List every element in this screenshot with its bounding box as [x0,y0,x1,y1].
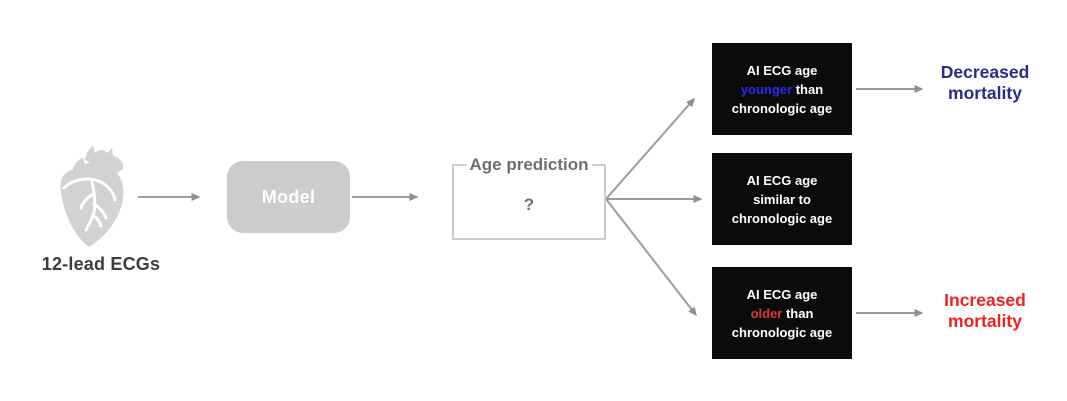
panel-younger-line2: younger than [740,81,824,97]
panel-younger: AI ECG age younger than chronologic age [712,43,852,135]
age-prediction-value: ? [523,195,535,214]
panel-younger-line3: chronologic age [731,100,833,116]
arrow-prediction-to-younger [605,97,695,200]
result-increased-mortality: Increased mortality [944,290,1026,331]
panel-similar: AI ECG age similar to chronologic age [712,153,852,245]
panel-older-line1: AI ECG age [746,286,818,302]
arrow-prediction-to-older [605,198,697,317]
highlight-older: older [750,305,783,321]
panel-older-line2: older than [750,305,814,321]
panel-similar-line3: chronologic age [731,210,833,226]
result-decreased-mortality: Decreased mortality [940,62,1030,103]
model-box: Model [227,161,350,233]
input-label: 12-lead ECGs [41,254,161,274]
panel-older: AI ECG age older than chronologic age [712,267,852,359]
age-prediction-title: Age prediction [466,155,592,175]
highlight-younger: younger [740,81,793,97]
age-prediction-box: Age prediction ? [452,155,606,240]
heart-icon [60,146,124,247]
model-label: Model [261,186,316,207]
panel-similar-line1: AI ECG age [746,172,818,188]
panel-similar-line2: similar to [753,191,811,207]
panel-older-line3: chronologic age [731,324,833,340]
panel-younger-line1: AI ECG age [746,62,818,78]
